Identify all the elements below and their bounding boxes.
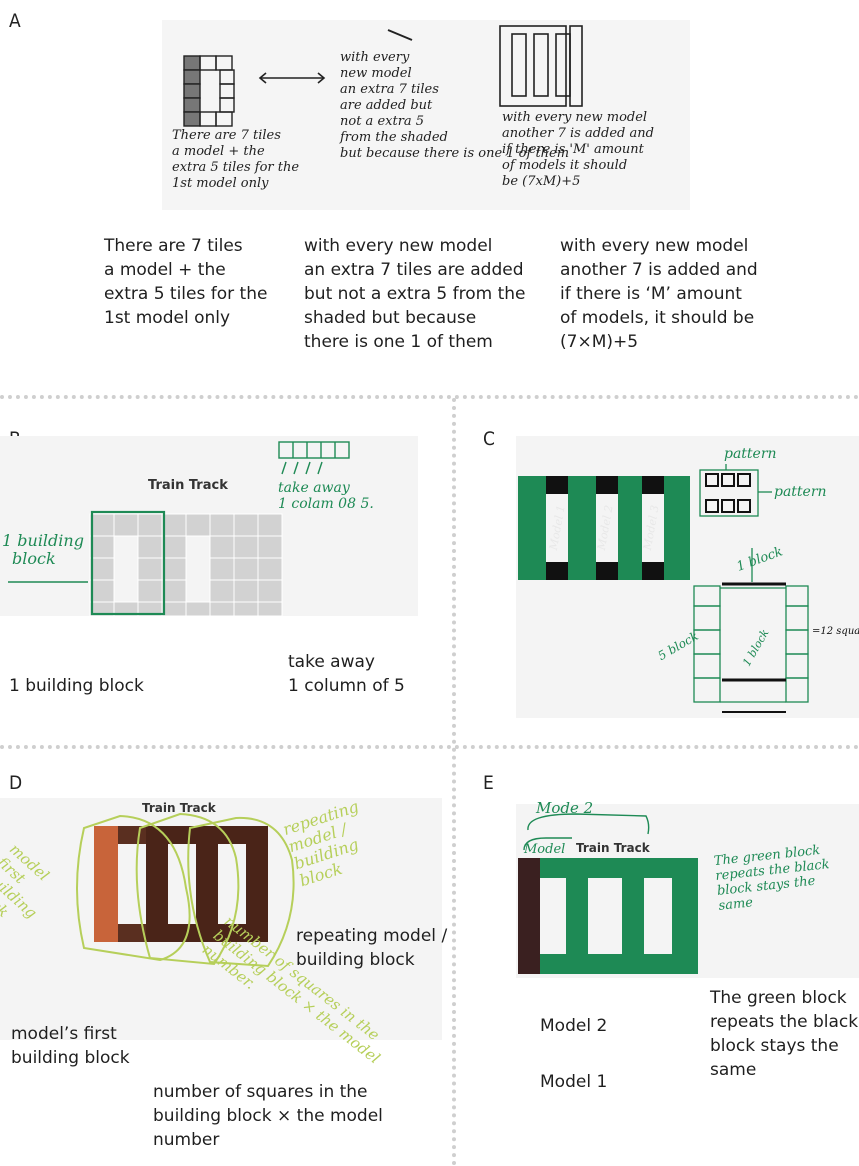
panel-e-typed-model2: Model 2 (540, 1016, 608, 1036)
panel-b-typed-right: take away 1 column of 5 (288, 652, 405, 696)
panel-b-image-title: Train Track (148, 478, 228, 493)
panel-c-hw-squares: =12 squares (812, 626, 859, 637)
panel-b-photo: Train Track 1 building block take away 1… (0, 436, 418, 616)
panel-e-hw-model2: Mode 2 (536, 799, 594, 817)
divider-middle (0, 745, 859, 749)
panel-a-hw-col2: with every new model an extra 7 tiles ar… (340, 50, 570, 161)
panel-b-hw-left: 1 building block (2, 531, 84, 568)
divider-mid-vertical (452, 398, 456, 1166)
panel-a-label: A (9, 10, 21, 32)
panel-e-hw-model1: Model (524, 842, 566, 857)
panel-a-hw-col1: There are 7 tiles a model + the extra 5 … (172, 128, 300, 191)
panel-a-typed-col2: with every new model an extra 7 tiles ar… (304, 236, 526, 352)
panel-c-label: C (483, 428, 495, 450)
panel-a-handwritten-photo: There are 7 tiles a model + the extra 5 … (162, 20, 690, 210)
panel-e-label: E (483, 772, 494, 794)
panel-e-hw-right: The green block repeats the black block … (713, 842, 831, 914)
panel-a-typed-col1: There are 7 tiles a model + the extra 5 … (104, 236, 268, 328)
panel-a-hw-col3: with every new model another 7 is added … (502, 110, 654, 189)
panel-c-hw-pattern-right: pattern (774, 484, 827, 500)
panel-e-photo: Mode 2 Model Train Track The green block… (516, 799, 859, 978)
panel-d-sketch (76, 812, 295, 968)
panel-c-photo: Model 1 Model 2 Model 3 pattern pattern … (516, 436, 859, 718)
panel-e-image-title: Train Track (576, 841, 650, 855)
panel-d-typed-right: repeating model / building block (296, 926, 448, 970)
panel-b-train-track (8, 441, 350, 616)
panel-c-hw-pattern-top: pattern (724, 446, 777, 462)
panel-e-typed-right: The green block repeats the black block … (710, 988, 859, 1080)
panel-d-typed-bottom: number of squares in the building block … (153, 1082, 383, 1150)
panel-d-typed-left: model’s first building block (11, 1024, 130, 1068)
panel-c-sketch (518, 464, 809, 713)
panel-b-hw-right: take away 1 colam 08 5. (278, 480, 374, 512)
panel-a-typed-col3: with every new model another 7 is added … (560, 236, 758, 352)
divider-top (0, 395, 859, 399)
panel-a-sketch (183, 25, 583, 127)
panel-d-label: D (9, 772, 23, 794)
panel-e-sketch (518, 813, 698, 974)
panel-d-image-title: Train Track (142, 801, 216, 815)
panel-e-typed-model1: Model 1 (540, 1072, 608, 1092)
panel-b-typed-left: 1 building block (9, 676, 144, 696)
panel-d-photo: Train Track model first building block r… (0, 797, 442, 1067)
